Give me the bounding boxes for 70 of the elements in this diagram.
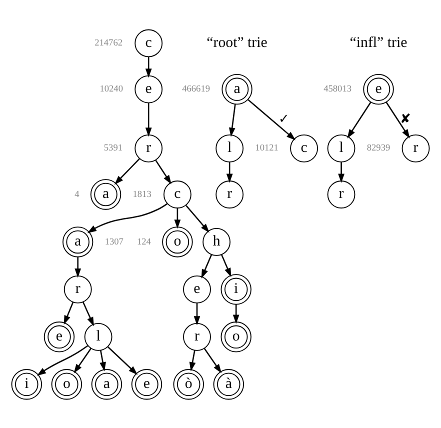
node-circle: r: [402, 134, 430, 162]
node-label: 82939: [366, 143, 390, 154]
node-label: 466619: [182, 84, 210, 94]
arrow: [186, 204, 210, 232]
arrow: [100, 350, 106, 371]
node-circle: a: [222, 73, 252, 104]
arrow: [36, 344, 88, 376]
node-circle: e: [183, 274, 211, 303]
node-circle: r: [183, 322, 211, 350]
arrow: [228, 104, 236, 136]
arrow: [145, 56, 152, 78]
arrow: [226, 162, 233, 182]
arrow: [338, 162, 344, 182]
node-label: 5391: [104, 143, 123, 154]
node-label: 214762: [94, 38, 123, 48]
arrow: [114, 158, 140, 184]
arrow: [248, 98, 296, 140]
arrow: [155, 159, 172, 184]
arrow: [347, 101, 372, 138]
node-circle: a: [62, 226, 94, 257]
arrow: [145, 102, 152, 136]
arrow: [232, 304, 240, 324]
arrow: [107, 346, 138, 374]
arrow: [220, 254, 232, 277]
edge-label: ✓: [278, 110, 290, 126]
node-circle: l: [84, 322, 112, 350]
node-circle: e: [131, 368, 162, 400]
node-label: 458013: [324, 84, 352, 94]
node-circle: o: [220, 321, 252, 352]
arrow: [74, 256, 82, 278]
node-circle: c: [134, 28, 163, 57]
node-label: 1813: [132, 189, 152, 200]
arrow: [87, 202, 168, 233]
node-circle: r: [327, 180, 356, 208]
node-label: 124: [136, 236, 151, 247]
node-circle: e: [134, 74, 163, 103]
node-label: 4: [74, 189, 80, 200]
label: “root” trie: [206, 34, 268, 50]
edge-label: ✘: [400, 110, 412, 126]
node-circle: a: [91, 368, 122, 400]
node-circle: c: [290, 134, 318, 162]
node-label: 10121: [255, 143, 278, 154]
node-circle: o: [162, 226, 193, 257]
node-label: 10240: [100, 84, 123, 94]
node-circle: r: [216, 180, 244, 208]
node-circle: e: [44, 321, 75, 352]
node-circle: c: [163, 180, 192, 208]
node-circle: à: [213, 368, 244, 400]
node-circle: i: [11, 368, 42, 400]
node-circle: h: [202, 228, 230, 256]
node-circle: r: [64, 274, 92, 303]
arrow: [189, 350, 196, 371]
node-circle: ò: [173, 368, 204, 400]
arrow: [204, 348, 222, 373]
node-circle: a: [90, 178, 122, 210]
arrow: [201, 254, 212, 278]
node-label: 1307: [104, 236, 124, 247]
node-circle: e: [363, 73, 394, 104]
arrow: [64, 301, 74, 324]
arrow: [194, 302, 200, 325]
node-circle: l: [216, 134, 244, 162]
label: “infl” trie: [350, 34, 408, 50]
node-circle: o: [51, 368, 82, 400]
arrow: [386, 101, 410, 138]
node-circle: i: [220, 274, 252, 304]
node-circle: r: [134, 134, 163, 162]
arrow: [82, 301, 94, 326]
arrow: [174, 208, 181, 228]
node-circle: l: [327, 134, 356, 162]
arrow: [74, 348, 92, 373]
